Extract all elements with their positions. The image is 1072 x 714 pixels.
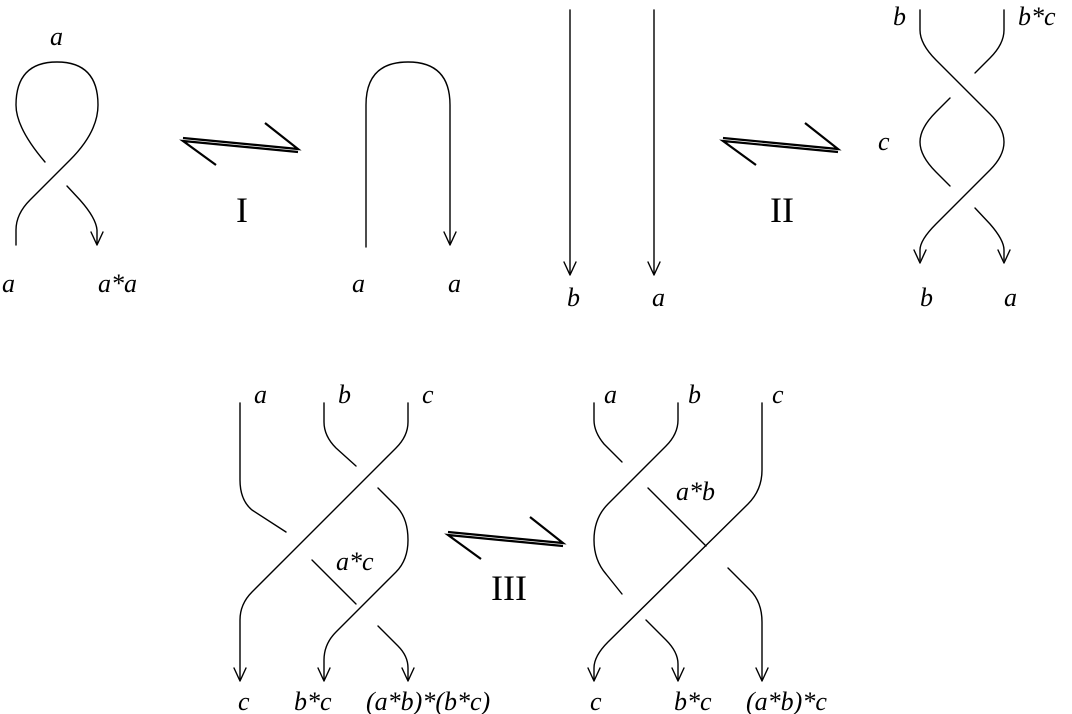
- under-strand-middle: [919, 97, 951, 187]
- under-strand-top: [974, 9, 1005, 74]
- label-a-star-c: a*c: [336, 547, 374, 576]
- label-c-middle: c: [878, 127, 890, 156]
- label-a-top: a: [254, 380, 267, 409]
- strand-a-segment-2: [647, 487, 707, 547]
- strand-a-arrowhead: [401, 667, 415, 682]
- move2-equivalence-arrows: II: [719, 122, 842, 230]
- kink-arrowhead: [90, 231, 104, 246]
- label-b-star-c-top: b*c: [1018, 2, 1056, 31]
- label-c-top: c: [772, 380, 784, 409]
- label-a-cap-left: a: [352, 269, 365, 298]
- move1-equivalence-arrows: I: [179, 122, 302, 230]
- move1-right-cap: a a: [352, 61, 461, 298]
- strand-a-arrowhead: [755, 667, 769, 682]
- strand-c-over: [593, 402, 763, 681]
- label-b-star-c-bottom: b*c: [674, 687, 712, 714]
- move3-equivalence-arrows: III: [444, 516, 567, 608]
- strand-a-segment-1: [593, 402, 623, 463]
- label-a-star-a: a*a: [98, 269, 137, 298]
- label-c-top: c: [422, 380, 434, 409]
- move1-label: I: [236, 190, 248, 230]
- cap-strand: [365, 61, 451, 248]
- label-a-cap-right: a: [448, 269, 461, 298]
- harpoon-right-icon: [182, 122, 302, 151]
- strand-a-segment-1: [239, 402, 287, 533]
- move2-right-double-crossing: b b*c c b a: [878, 2, 1056, 312]
- kink-under-strand: [66, 185, 98, 245]
- move2-label: II: [770, 190, 794, 230]
- strand-a-segment-3: [727, 567, 763, 681]
- label-b-parallel: b: [567, 283, 580, 312]
- harpoon-right-icon: [722, 122, 842, 151]
- label-a-top: a: [50, 22, 63, 51]
- move3-label: III: [491, 568, 527, 608]
- strand-c-arrowhead: [587, 667, 601, 682]
- label-b-bottom: b: [920, 283, 933, 312]
- strand-a-segment-2: [311, 559, 357, 605]
- move1-left-kink: a a a*a: [2, 22, 137, 298]
- strand-b-segment-2: [323, 487, 409, 681]
- harpoon-left-icon: [719, 139, 839, 166]
- label-a-bottom: a: [1004, 283, 1017, 312]
- label-b-top: b: [893, 2, 906, 31]
- strand-b-arrowhead: [317, 667, 331, 682]
- under-strand-arrowhead: [997, 249, 1011, 264]
- move2-left-parallel: b a: [563, 9, 665, 312]
- harpoon-left-icon: [444, 533, 564, 560]
- label-a-top: a: [604, 380, 617, 409]
- strand-b-arrowhead: [671, 667, 685, 682]
- label-c-bottom: c: [590, 687, 602, 714]
- move3-right-triple-crossing: a b c a*b c b*c (a*b)*c: [587, 380, 827, 714]
- harpoon-left-icon: [179, 139, 299, 166]
- strand-b-segment-2: [645, 619, 679, 681]
- parallel-arrowhead-1: [563, 261, 577, 276]
- label-b-star-c-bottom: b*c: [294, 687, 332, 714]
- label-a-bottom-left: a: [2, 269, 15, 298]
- strand-b-segment-1: [593, 402, 679, 595]
- over-strand-arrowhead: [913, 249, 927, 264]
- label-b-top: b: [688, 380, 701, 409]
- cap-arrowhead: [443, 231, 457, 246]
- label-compound-bottom: (a*b)*c: [746, 687, 827, 714]
- strand-b-segment-1: [323, 402, 357, 467]
- label-c-bottom: c: [238, 687, 250, 714]
- label-compound-bottom: (a*b)*(b*c): [366, 687, 490, 714]
- label-a-parallel: a: [652, 283, 665, 312]
- parallel-arrowhead-2: [647, 261, 661, 276]
- strand-c-arrowhead: [233, 667, 247, 682]
- strand-a-segment-3: [377, 625, 409, 681]
- kink-loop-strand: [15, 61, 99, 246]
- harpoon-right-icon: [447, 516, 567, 545]
- label-b-top: b: [338, 380, 351, 409]
- under-strand-bottom: [974, 207, 1005, 261]
- move3-left-triple-crossing: a b c a*c c b*c (a*b)*(b*c): [233, 380, 490, 714]
- label-a-star-b: a*b: [676, 477, 715, 506]
- strand-c-over: [239, 402, 409, 681]
- over-strand: [919, 9, 1005, 261]
